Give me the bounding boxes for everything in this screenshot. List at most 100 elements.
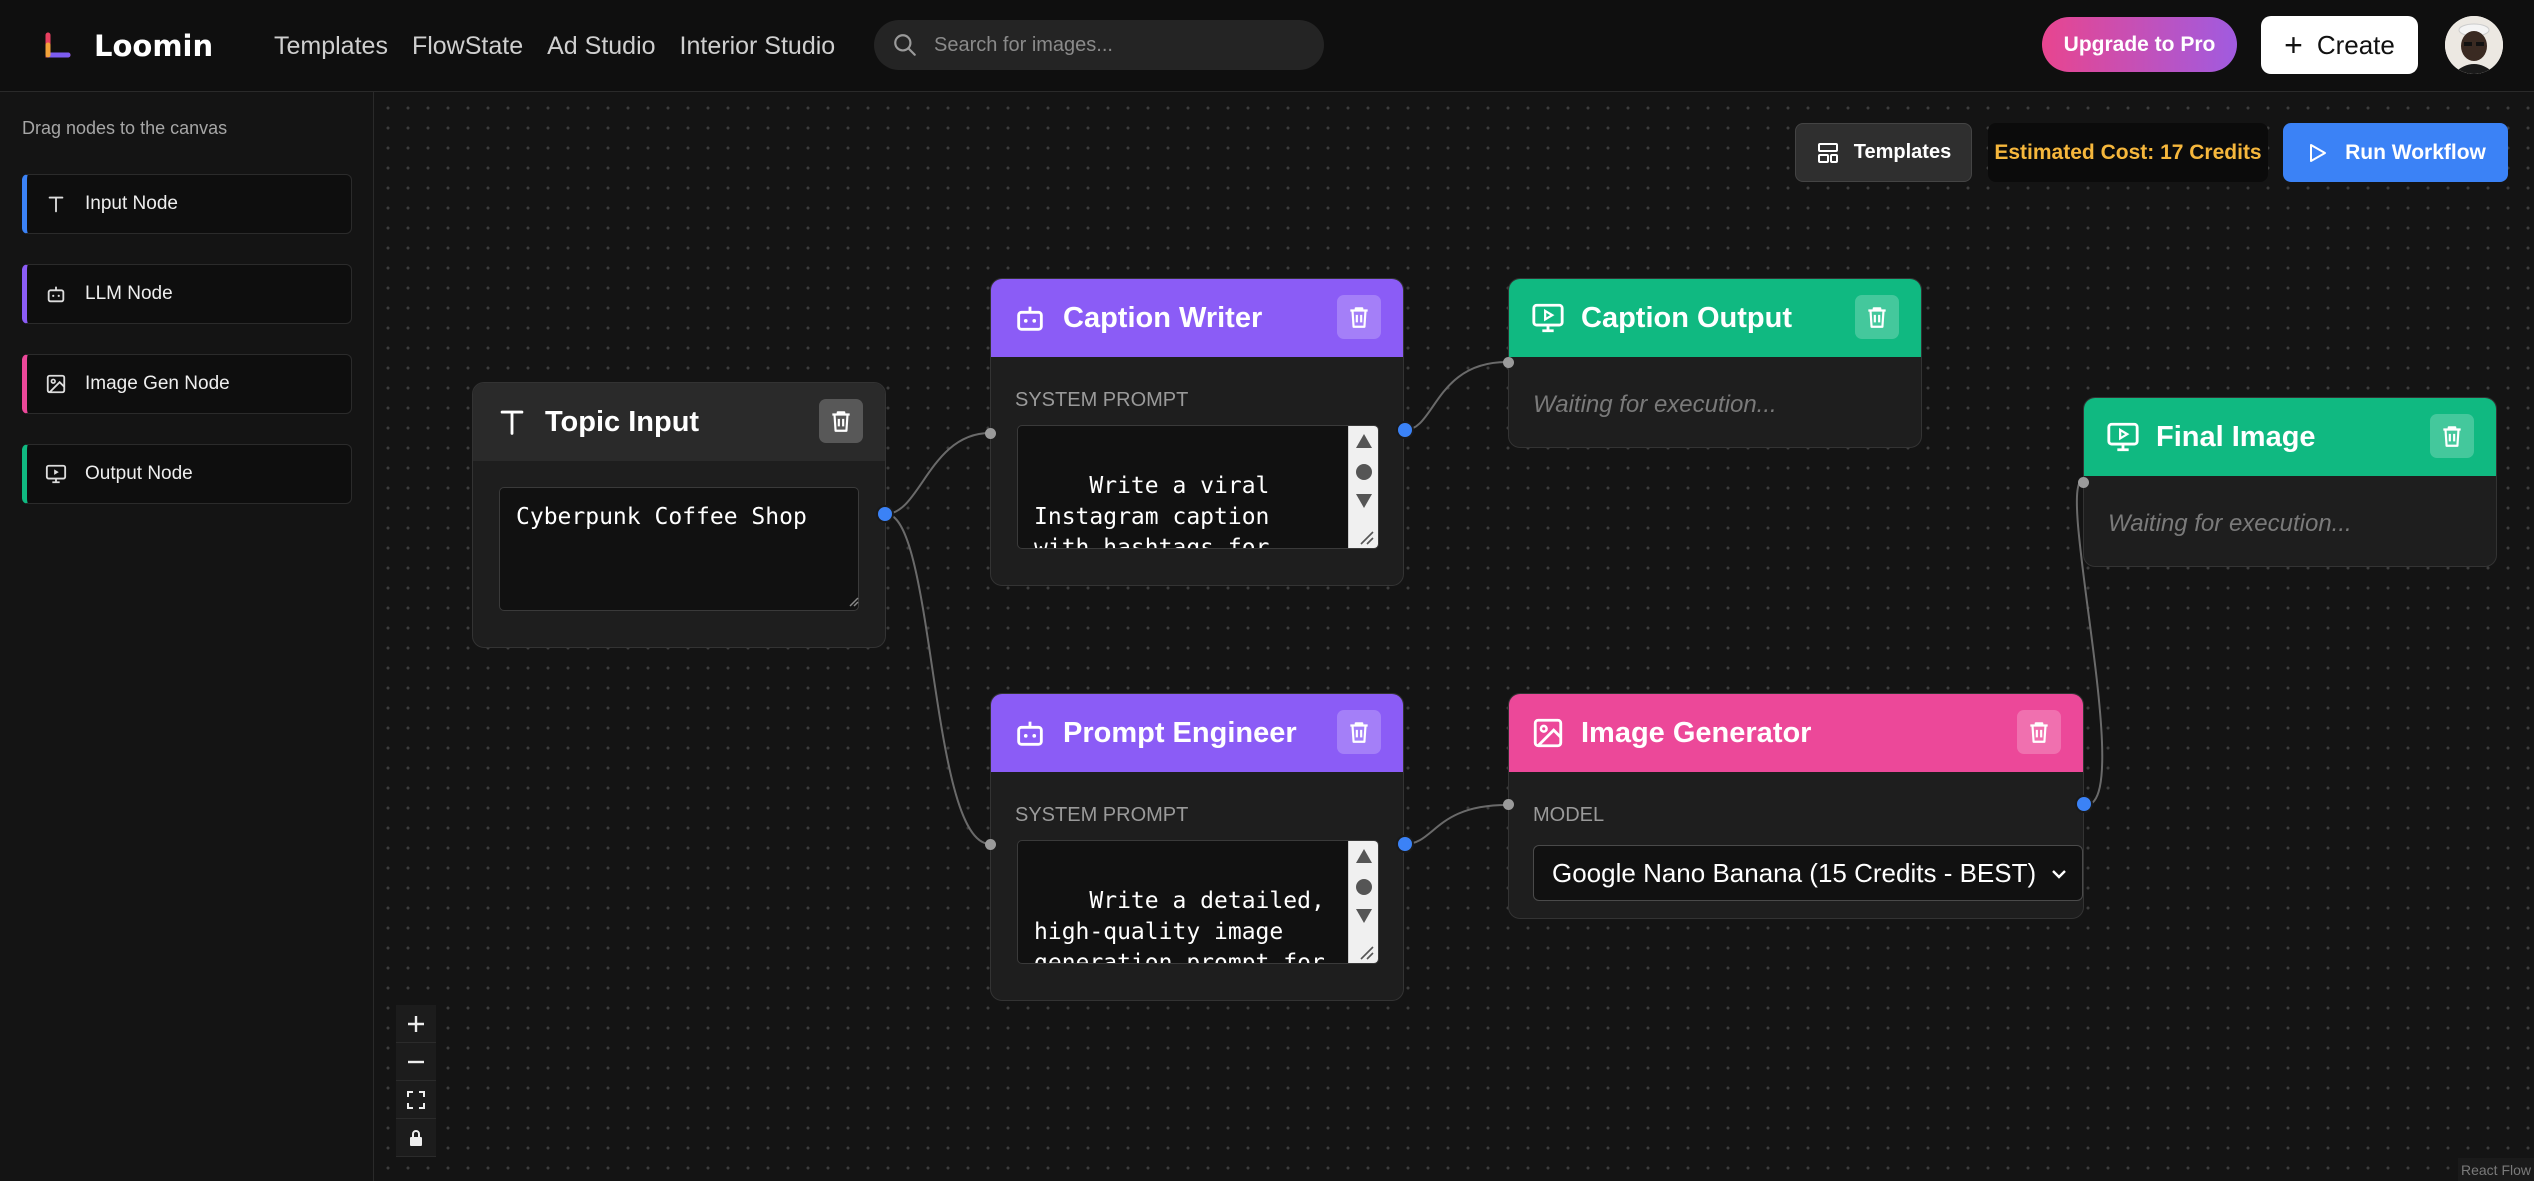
flow-canvas[interactable] [375, 92, 2534, 1181]
node-title: Image Generator [1581, 716, 1812, 749]
nav-interior-studio[interactable]: Interior Studio [679, 32, 836, 60]
run-label: Run Workflow [2345, 140, 2486, 164]
node-topic-input[interactable]: Topic Input Cyberpunk Coffee Shop [472, 382, 886, 648]
caption-writer-output-handle[interactable] [1396, 421, 1414, 439]
text-icon [500, 410, 524, 435]
prompt-engineer-output-handle[interactable] [1396, 835, 1414, 853]
node-final-image[interactable]: Final Image Waiting for execution... [2083, 397, 2497, 567]
edge-topic-to-caption-writer [885, 432, 991, 515]
search-bar[interactable] [874, 20, 1324, 70]
nav-flowstate[interactable]: FlowState [411, 32, 524, 60]
templates-button[interactable]: Templates [1795, 123, 1972, 182]
delete-node-button[interactable] [1337, 710, 1381, 754]
node-image-generator[interactable]: Image Generator MODEL Google Nano Banana… [1508, 693, 2084, 919]
trash-icon [2030, 722, 2048, 743]
app-name: Loomin [94, 29, 214, 63]
caption-writer-input-handle[interactable] [985, 428, 996, 439]
node-caption-writer[interactable]: Caption Writer SYSTEM PROMPT Write a vir… [990, 278, 1404, 586]
node-header[interactable]: Image Generator [1509, 694, 2083, 772]
search-input[interactable] [934, 33, 1304, 57]
node-header[interactable]: Topic Input [473, 383, 885, 461]
prompt-text: Write a detailed, high-quality image gen… [1034, 888, 1325, 964]
create-button[interactable]: + Create [2261, 16, 2418, 74]
resize-grip-icon[interactable] [847, 595, 859, 607]
scroll-down-icon[interactable] [1354, 492, 1374, 510]
react-flow-attribution[interactable]: React Flow [2458, 1158, 2534, 1181]
node-header[interactable]: Final Image [2084, 398, 2496, 476]
delete-node-button[interactable] [1337, 295, 1381, 339]
plus-icon: + [2284, 27, 2303, 63]
output-status: Waiting for execution... [2108, 510, 2352, 537]
sidebar-hint: Drag nodes to the canvas [22, 118, 228, 138]
system-prompt-textarea[interactable]: Write a viral Instagram caption with has… [1017, 425, 1379, 549]
model-select-value: Google Nano Banana (15 Credits - BEST) [1552, 857, 2037, 888]
scroll-thumb-icon[interactable] [1354, 877, 1374, 897]
image-icon [1533, 718, 1563, 748]
node-title: Topic Input [545, 405, 700, 438]
upgrade-button[interactable]: Upgrade to Pro [2042, 17, 2237, 72]
bot-icon [1017, 306, 1043, 331]
field-label: SYSTEM PROMPT [1015, 804, 1189, 826]
top-navigation-bar: Loomin Templates FlowState Ad Studio Int… [0, 0, 2534, 92]
scroll-up-icon[interactable] [1354, 432, 1374, 450]
palette-output-node[interactable]: Output Node [22, 444, 352, 504]
monitor-icon [2107, 422, 2139, 452]
node-caption-output[interactable]: Caption Output Waiting for execution... [1508, 278, 1922, 448]
nav-templates[interactable]: Templates [274, 32, 388, 60]
system-prompt-textarea[interactable]: Write a detailed, high-quality image gen… [1017, 840, 1379, 964]
delete-node-button[interactable] [2430, 414, 2474, 458]
caption-output-input-handle[interactable] [1503, 357, 1514, 368]
final-image-input-handle[interactable] [2078, 477, 2089, 488]
palette-image-gen-node[interactable]: Image Gen Node [22, 354, 352, 414]
prompt-engineer-input-handle[interactable] [985, 839, 996, 850]
avatar[interactable] [2445, 16, 2503, 74]
node-prompt-engineer[interactable]: Prompt Engineer SYSTEM PROMPT Write a de… [990, 693, 1404, 1001]
trash-icon [1350, 722, 1368, 743]
scroll-thumb-icon[interactable] [1354, 462, 1374, 482]
zoom-in-button[interactable] [396, 1005, 436, 1043]
plus-icon [408, 1015, 424, 1032]
canvas-controls [396, 1005, 436, 1165]
image-generator-input-handle[interactable] [1503, 799, 1514, 810]
lock-button[interactable] [396, 1119, 436, 1157]
run-workflow-button[interactable]: Run Workflow [2283, 123, 2508, 182]
field-label: SYSTEM PROMPT [1015, 389, 1189, 411]
user-avatar-icon [2445, 16, 2503, 74]
palette-llm-node[interactable]: LLM Node [22, 264, 352, 324]
topic-output-handle[interactable] [876, 505, 894, 523]
node-title: Final Image [2156, 420, 2316, 453]
image-generator-output-handle[interactable] [2075, 795, 2093, 813]
scroll-up-icon[interactable] [1354, 847, 1374, 865]
play-icon [2310, 143, 2327, 162]
loomin-logo-icon [45, 32, 71, 58]
trash-icon [832, 411, 850, 432]
palette-label: LLM Node [85, 283, 173, 304]
output-status: Waiting for execution... [1533, 391, 1777, 418]
estimated-cost: Estimated Cost: 17 Credits [1988, 123, 2268, 182]
palette-input-node[interactable]: Input Node [22, 174, 352, 234]
monitor-icon [45, 464, 67, 484]
templates-label: Templates [1853, 141, 1952, 163]
node-header[interactable]: Caption Output [1509, 279, 1921, 357]
layout-template-icon [1817, 142, 1838, 163]
delete-node-button[interactable] [1855, 295, 1899, 339]
textarea-scrollbar[interactable] [1348, 841, 1378, 963]
delete-node-button[interactable] [2017, 710, 2061, 754]
bot-icon [1017, 721, 1043, 746]
resize-grip-icon[interactable] [1357, 943, 1375, 961]
delete-node-button[interactable] [819, 399, 863, 443]
chevron-down-icon [2052, 870, 2066, 879]
model-select[interactable]: Google Nano Banana (15 Credits - BEST) [1533, 845, 2083, 901]
logo[interactable]: Loomin [42, 26, 213, 66]
fit-view-button[interactable] [396, 1081, 436, 1119]
node-header[interactable]: Prompt Engineer [991, 694, 1403, 772]
main-nav: Templates FlowState Ad Studio Interior S… [274, 28, 859, 64]
node-header[interactable]: Caption Writer [991, 279, 1403, 357]
topic-textarea[interactable]: Cyberpunk Coffee Shop [499, 487, 859, 611]
zoom-out-button[interactable] [396, 1043, 436, 1081]
scroll-down-icon[interactable] [1354, 907, 1374, 925]
resize-grip-icon[interactable] [1357, 528, 1375, 546]
lock-icon [410, 1129, 422, 1146]
textarea-scrollbar[interactable] [1348, 426, 1378, 548]
nav-ad-studio[interactable]: Ad Studio [547, 32, 656, 60]
